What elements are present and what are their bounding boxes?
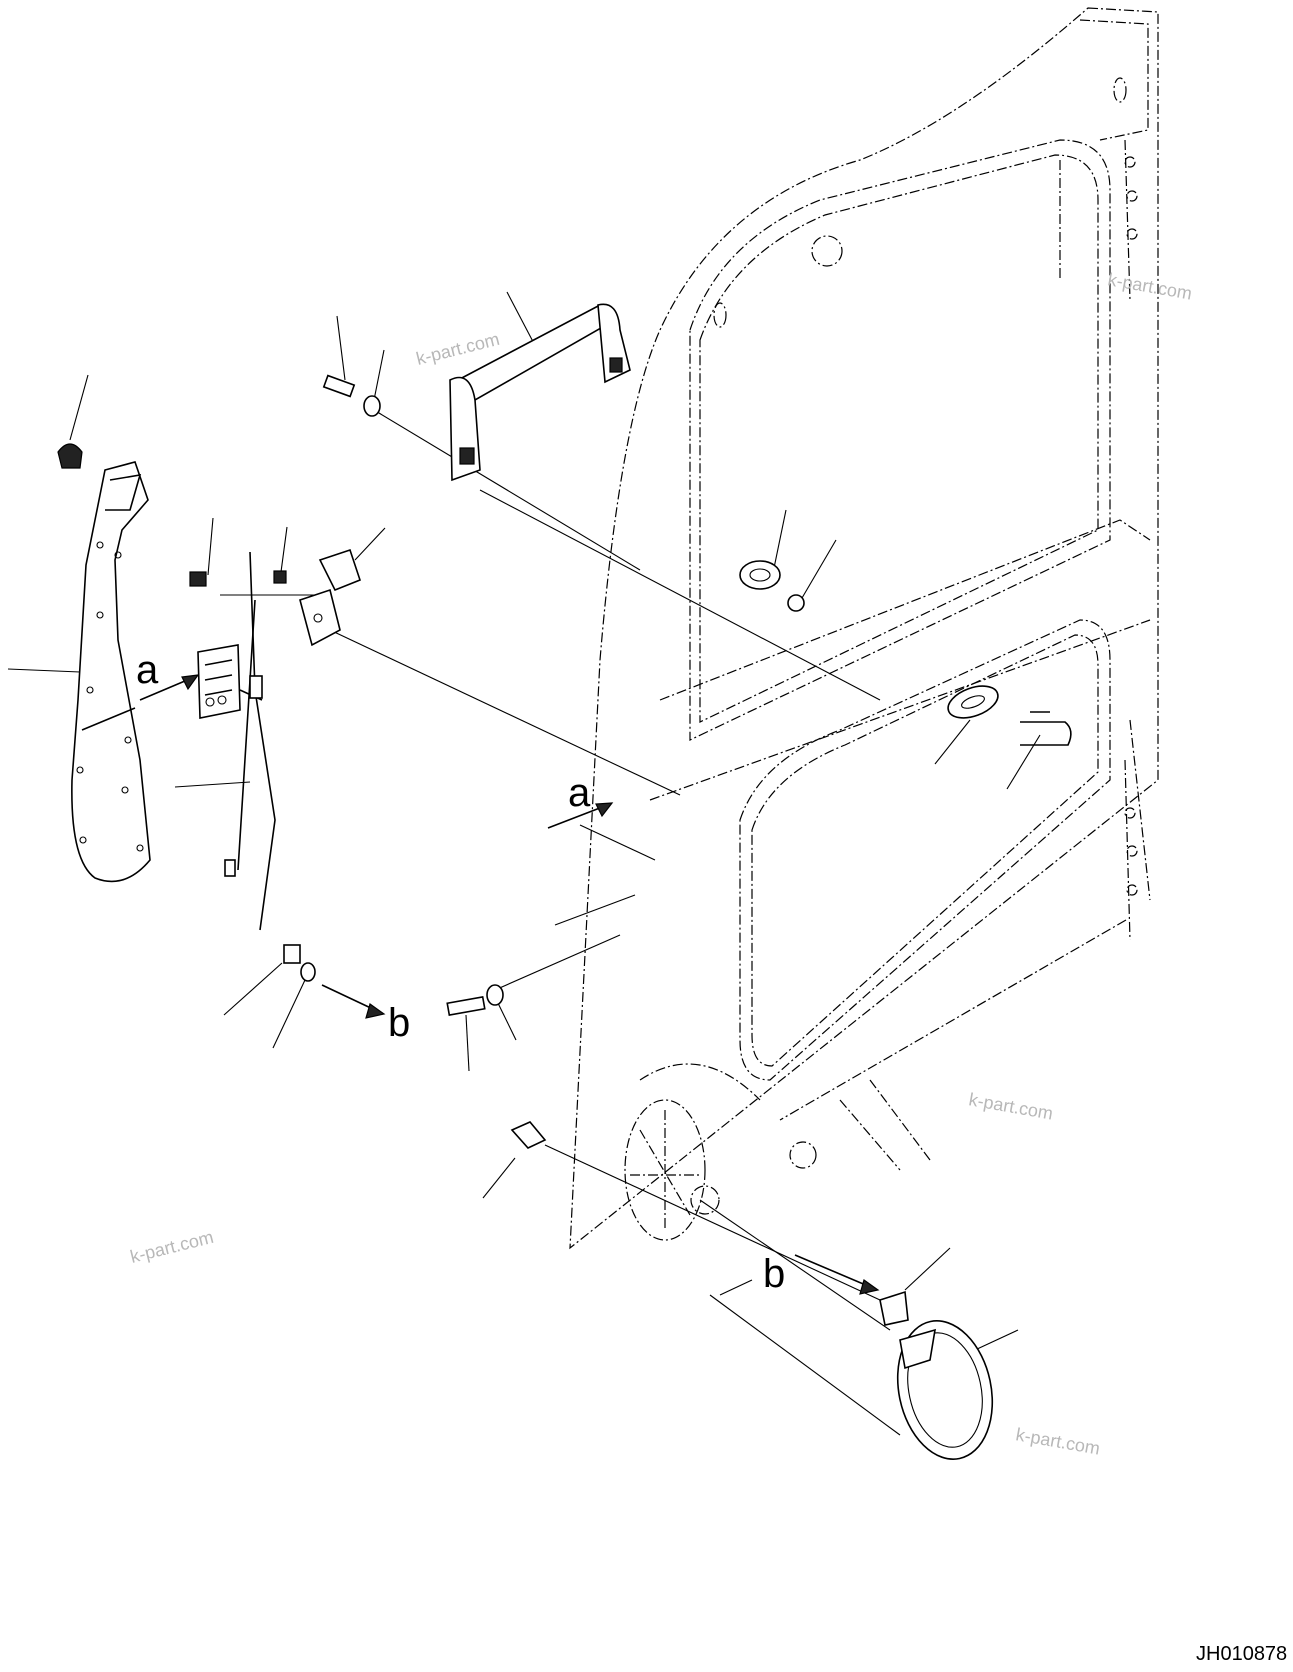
view-marker-a-left: a [136, 648, 159, 692]
grab-handle [322, 303, 631, 482]
view-marker-b-right: b [763, 1252, 785, 1296]
trim-cover [57, 443, 151, 883]
door-lock [189, 570, 287, 719]
watermark: k-part.com [1106, 269, 1193, 303]
watermark: k-part.com [967, 1089, 1054, 1123]
watermark: k-part.com [128, 1227, 215, 1267]
latch-bracket [299, 548, 361, 647]
lower-fasteners [283, 944, 547, 1149]
striker [739, 560, 1072, 746]
lock-rod [224, 551, 276, 931]
leader-lines [7, 291, 1041, 1436]
view-marker-b-left: b [388, 1001, 410, 1045]
view-arrows [139, 674, 880, 1295]
view-marker-a-right: a [568, 771, 591, 815]
outer-handle [879, 1290, 994, 1460]
watermark: k-part.com [414, 329, 501, 369]
drawing-code: JH010878 [1196, 1643, 1287, 1665]
door-panel [569, 7, 1159, 1250]
watermark: k-part.com [1014, 1424, 1101, 1458]
